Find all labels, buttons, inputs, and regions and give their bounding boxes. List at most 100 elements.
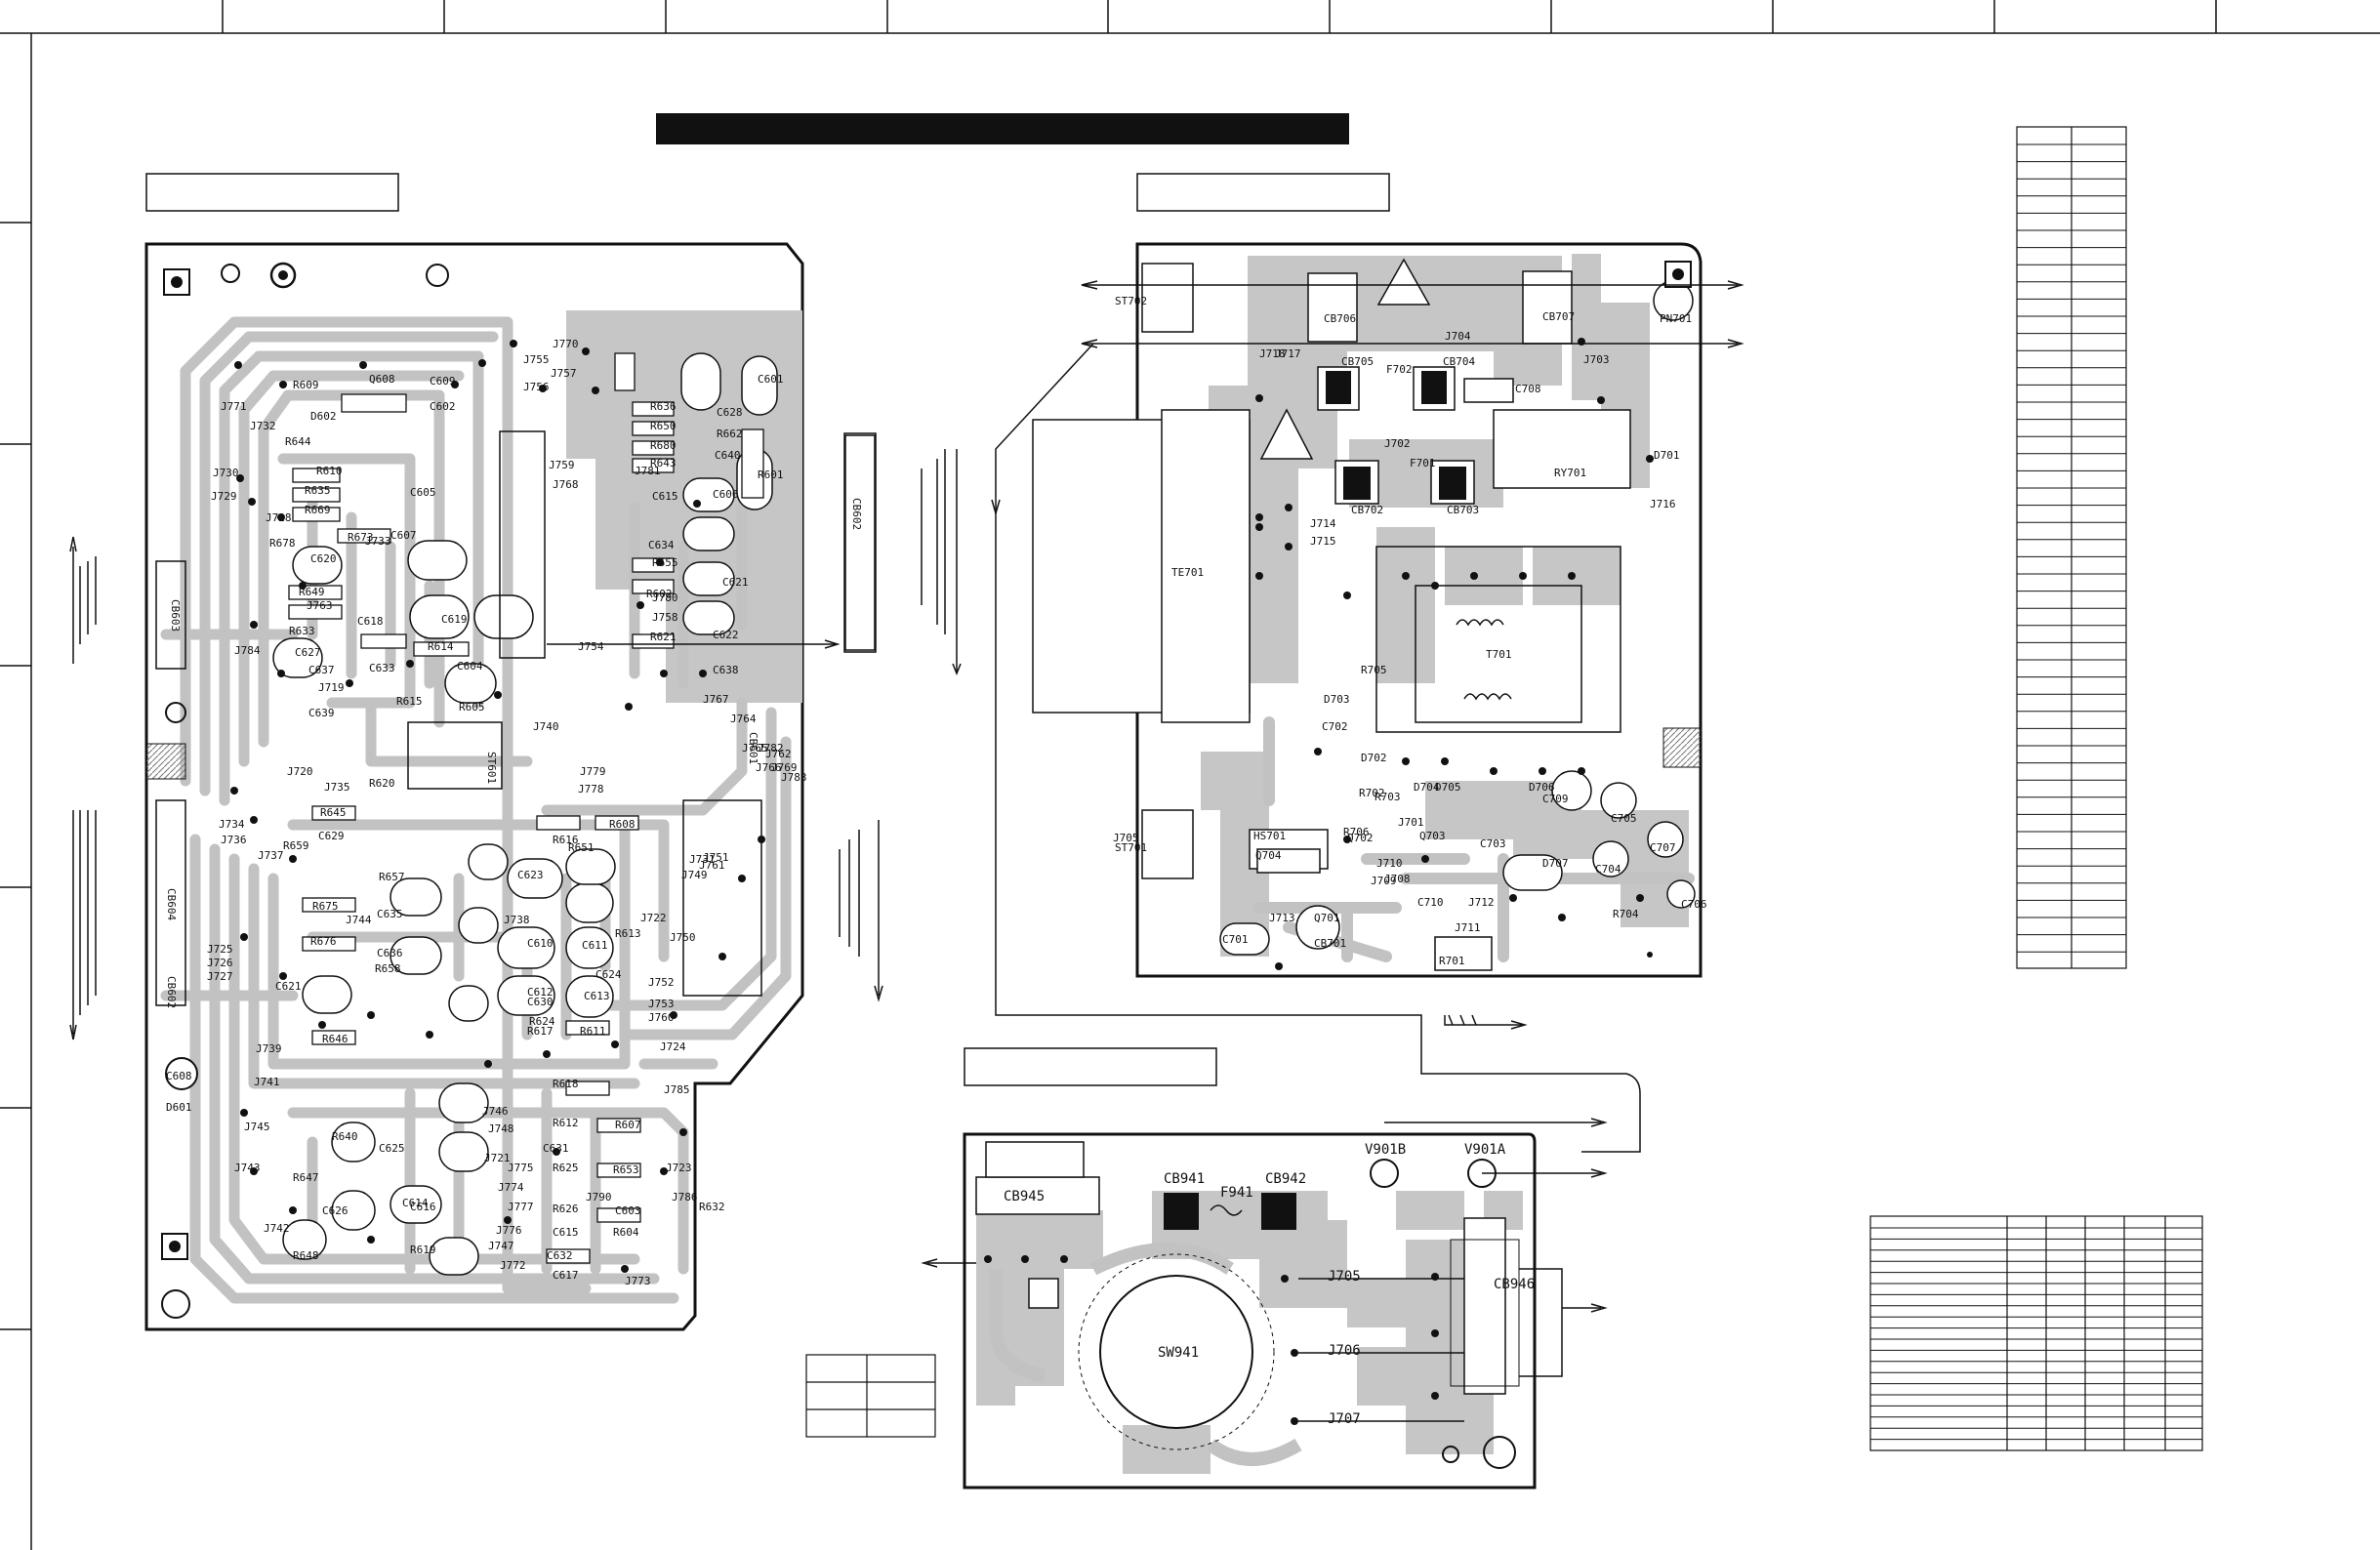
component-label: R680	[650, 439, 677, 452]
component-label: F941	[1220, 1185, 1253, 1201]
component-label: C609	[430, 375, 456, 388]
component-label: C621	[722, 576, 749, 589]
component-label: CB703	[1447, 504, 1479, 516]
component-label: R614	[428, 640, 454, 653]
component-label: C627	[295, 646, 321, 659]
component-label: C626	[322, 1204, 349, 1217]
component-label: C702	[1322, 720, 1348, 733]
component-label: J762	[765, 748, 792, 760]
component-label: J726	[207, 957, 233, 969]
component-label: J732	[250, 420, 276, 432]
component-label: R649	[299, 586, 325, 598]
component-label: J767	[703, 693, 729, 706]
component-label: J719	[318, 681, 345, 694]
component-label: F701	[1410, 457, 1436, 469]
component-label: C615	[553, 1226, 579, 1239]
component-label: C637	[308, 664, 335, 676]
component-label: J761	[699, 859, 725, 872]
component-label: J752	[648, 976, 675, 989]
component-label: J745	[244, 1121, 270, 1133]
component-label: J711	[1455, 921, 1481, 934]
component-label: R612	[553, 1117, 579, 1129]
component-label: J774	[498, 1181, 524, 1194]
component-label: J702	[1384, 437, 1411, 450]
component-label: D601	[166, 1101, 192, 1114]
component-label: J780	[652, 591, 678, 604]
component-label: C629	[318, 830, 345, 842]
component-label: CB702	[1351, 504, 1383, 516]
component-label: J721	[484, 1152, 511, 1164]
component-label: R621	[650, 631, 677, 643]
component-label: R678	[269, 537, 296, 550]
component-label: R617	[527, 1025, 554, 1038]
component-label: D702	[1361, 752, 1387, 764]
component-label: T701	[1486, 648, 1512, 661]
component-label: J713	[1269, 912, 1295, 924]
component-label: J775	[508, 1162, 534, 1174]
component-label: CB701	[1314, 937, 1346, 950]
component-label: C632	[547, 1249, 573, 1262]
component-label: C608	[166, 1070, 192, 1082]
component-label: R673	[348, 531, 374, 544]
title-bar	[656, 113, 1349, 144]
component-label: R607	[615, 1119, 641, 1131]
connector-label: CB602	[165, 976, 178, 1008]
component-label: C628	[717, 406, 743, 419]
component-label: C707	[1650, 841, 1676, 854]
component-label: C701	[1222, 933, 1249, 946]
component-label: J751	[703, 851, 729, 864]
component-label: J756	[523, 381, 550, 393]
component-label: R633	[289, 625, 315, 637]
component-label: R616	[553, 834, 579, 846]
component-label: J748	[488, 1122, 514, 1135]
component-label: C630	[527, 996, 554, 1008]
component-label: J740	[533, 720, 559, 733]
component-label: CB705	[1341, 355, 1374, 368]
component-label: C639	[308, 707, 335, 719]
component-label: J701	[1398, 816, 1424, 829]
component-label: C611	[582, 939, 608, 952]
component-label: C625	[379, 1142, 405, 1155]
component-label: J771	[221, 400, 247, 413]
component-label: J714	[1310, 517, 1336, 530]
component-label: CB945	[1004, 1189, 1045, 1204]
component-label: C621	[275, 980, 302, 993]
component-label: J708	[1384, 873, 1411, 885]
component-label: ST702	[1115, 295, 1147, 307]
component-label: CB706	[1324, 312, 1356, 325]
component-label: J737	[258, 849, 284, 862]
component-label: J736	[221, 834, 247, 846]
component-label: SW941	[1158, 1345, 1199, 1361]
component-label: J757	[551, 367, 577, 380]
component-label: J731	[689, 853, 716, 866]
component-label: R657	[379, 871, 405, 883]
section-label-box-right	[1136, 173, 1390, 212]
component-label: C622	[713, 629, 739, 641]
component-label: HS701	[1253, 830, 1286, 842]
component-label: C620	[310, 552, 337, 565]
component-label: ST701	[1115, 841, 1147, 854]
component-label: J722	[640, 912, 667, 924]
component-label: R626	[553, 1203, 579, 1215]
component-label: F702	[1386, 363, 1413, 376]
component-label: J783	[781, 771, 807, 784]
section-label-box-bottom	[964, 1047, 1217, 1086]
component-label: J755	[523, 353, 550, 366]
component-label: J742	[264, 1222, 290, 1235]
component-label: C607	[390, 529, 417, 542]
component-label: R706	[1343, 826, 1370, 838]
component-label: C638	[713, 664, 739, 676]
component-label: R619	[410, 1244, 436, 1256]
component-label: D602	[310, 410, 337, 423]
component-label: C633	[369, 662, 395, 674]
component-label: J718	[1259, 347, 1286, 360]
component-label: C602	[430, 400, 456, 413]
section-label-box-left	[145, 173, 399, 212]
component-label: CB707	[1542, 310, 1575, 323]
right-board	[991, 242, 1744, 1153]
component-label: R605	[459, 701, 485, 714]
component-label: R625	[553, 1162, 579, 1174]
component-label: J790	[586, 1191, 612, 1203]
